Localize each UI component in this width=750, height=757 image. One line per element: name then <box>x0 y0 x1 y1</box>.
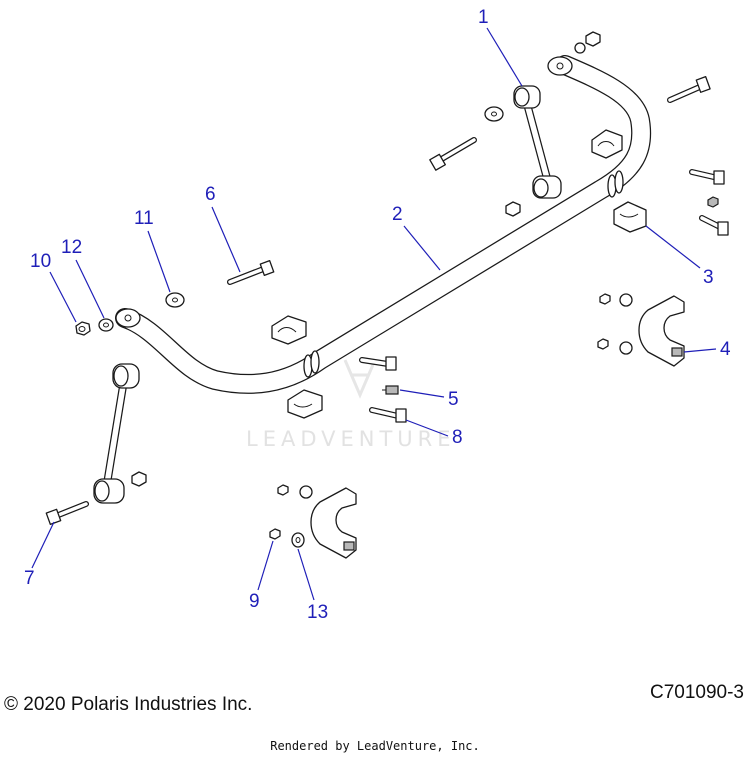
nut-top-right <box>585 31 601 47</box>
nut-right-clamp-lower <box>597 338 609 350</box>
nut-lower-clamp-upper <box>277 484 289 496</box>
upper-stabilizer-link <box>513 85 562 199</box>
callout-leader-3 <box>645 225 701 269</box>
washer-right-clamp-upper <box>619 293 633 307</box>
bushing-upper-right <box>591 129 623 159</box>
screw-5 <box>382 385 399 395</box>
watermark: LEADVENTURE <box>246 359 456 451</box>
callout-label-3: 3 <box>703 267 714 288</box>
callout-leader-7 <box>31 521 55 569</box>
nut-10 <box>75 321 91 336</box>
nut-9 <box>269 528 281 540</box>
copyright-text: © 2020 Polaris Industries Inc. <box>4 694 253 715</box>
nut-right-clamp-upper <box>599 293 611 305</box>
washer-top-right <box>574 42 586 54</box>
figure-id: C701090-3 <box>649 682 744 703</box>
callout-5[interactable]: 5 <box>399 389 459 410</box>
callout-leader-6 <box>211 206 241 273</box>
lower-stabilizer-link <box>93 363 140 504</box>
callout-6[interactable]: 6 <box>205 184 241 273</box>
bushing-3 <box>613 201 647 233</box>
nut-right <box>707 196 719 208</box>
callout-3[interactable]: 3 <box>645 225 714 288</box>
nut-upper-link <box>505 201 521 217</box>
callout-label-4: 4 <box>720 339 731 360</box>
washer-12 <box>98 318 114 332</box>
callout-9[interactable]: 9 <box>249 540 274 612</box>
callout-leader-5 <box>399 389 445 398</box>
callout-label-12: 12 <box>61 237 82 258</box>
bolt-center-mid <box>359 356 397 371</box>
callout-13[interactable]: 13 <box>297 548 328 623</box>
callout-label-2: 2 <box>392 204 403 225</box>
callout-leader-8 <box>405 419 449 437</box>
callout-8[interactable]: 8 <box>405 419 463 448</box>
washer-right-clamp-lower <box>619 341 633 355</box>
callout-2[interactable]: 2 <box>392 204 441 271</box>
callout-7[interactable]: 7 <box>24 521 55 589</box>
callout-10[interactable]: 10 <box>30 251 77 323</box>
callout-leader-9 <box>257 540 274 591</box>
washer-lower-clamp-upper <box>299 485 313 499</box>
callout-4[interactable]: 4 <box>683 339 731 360</box>
bolt-upper-right <box>667 76 711 103</box>
watermark-text: LEADVENTURE <box>246 427 456 451</box>
callout-label-10: 10 <box>30 251 51 272</box>
bolt-right-lower <box>699 215 729 236</box>
bushing-left-upper <box>271 315 307 345</box>
callout-11[interactable]: 11 <box>134 208 171 293</box>
callout-label-1: 1 <box>478 7 489 28</box>
callout-leader-11 <box>147 230 171 293</box>
callout-label-11: 11 <box>134 208 154 229</box>
callout-leader-10 <box>49 271 77 323</box>
callout-1[interactable]: 1 <box>478 7 523 87</box>
bolt-upper-center <box>429 137 477 171</box>
washer-upper-link <box>484 106 504 122</box>
callout-label-13: 13 <box>307 602 328 623</box>
callout-leader-2 <box>403 225 441 271</box>
washer-11 <box>165 292 185 308</box>
callout-leader-13 <box>297 548 315 601</box>
callout-label-8: 8 <box>452 427 463 448</box>
bolt-6 <box>227 260 275 285</box>
rendered-by-text: Rendered by LeadVenture, Inc. <box>270 739 480 753</box>
bolt-right-middle <box>689 169 725 185</box>
bolt-7 <box>45 501 89 525</box>
callout-leader-1 <box>486 27 523 87</box>
callout-label-7: 7 <box>24 568 35 589</box>
callout-label-9: 9 <box>249 591 260 612</box>
bushing-left-lower <box>287 389 323 419</box>
callout-label-5: 5 <box>448 389 459 410</box>
callout-12[interactable]: 12 <box>61 237 105 319</box>
callout-label-6: 6 <box>205 184 216 205</box>
stabilizer-bar <box>115 55 652 394</box>
washer-13 <box>291 532 305 548</box>
bolt-8 <box>369 407 407 423</box>
callout-leader-12 <box>75 259 105 319</box>
nut-lower-link <box>131 471 147 487</box>
clamp-4 <box>638 295 685 367</box>
clamp-lower <box>310 487 357 559</box>
callout-leader-4 <box>683 348 717 353</box>
